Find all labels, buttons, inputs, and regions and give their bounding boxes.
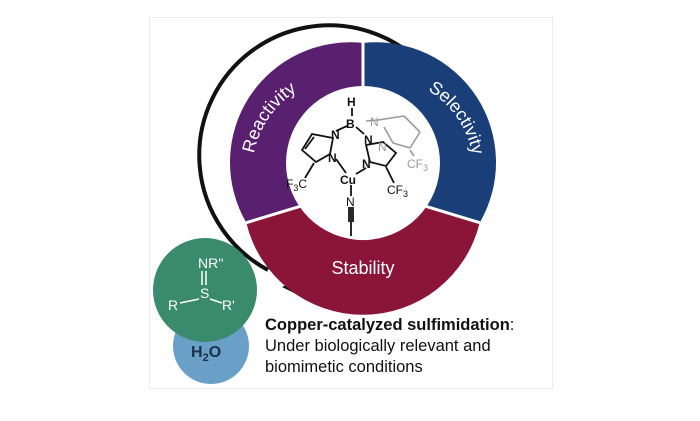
caption: Copper-catalyzed sulfimidation: Under bi… — [265, 315, 565, 378]
caption-colon: : — [509, 316, 515, 334]
svg-text:F3C: F3C — [286, 177, 307, 193]
rear-pyrazole — [365, 115, 421, 157]
svg-text:S: S — [200, 285, 209, 301]
svg-text:N: N — [346, 195, 355, 209]
copper-complex-structure — [300, 108, 398, 236]
svg-text:CF3: CF3 — [387, 183, 408, 199]
stability-segment — [246, 204, 480, 315]
svg-text:H2O: H2O — [191, 344, 221, 364]
svg-text:H: H — [347, 95, 356, 109]
rear-pyrazole-labels: N N CF3 — [370, 115, 428, 173]
sulfimide-bubble: NR'' S R R' — [153, 238, 257, 342]
svg-text:N: N — [331, 128, 340, 142]
svg-text:N: N — [362, 157, 371, 171]
svg-text:N: N — [328, 151, 337, 165]
complex-atom-labels: H B N N N N Cu N F3C CF3 — [286, 95, 408, 209]
center-disc — [286, 86, 440, 240]
svg-text:R': R' — [222, 297, 235, 313]
svg-text:R: R — [168, 297, 178, 313]
svg-text:B: B — [346, 117, 355, 131]
svg-text:N: N — [370, 115, 379, 129]
svg-text:N: N — [378, 140, 387, 154]
svg-text:NR'': NR'' — [198, 255, 224, 271]
caption-line-3: biomimetic conditions — [265, 358, 423, 376]
svg-text:CF3: CF3 — [407, 157, 428, 173]
svg-text:Cu: Cu — [340, 173, 356, 187]
stability-label: Stability — [331, 258, 394, 278]
caption-title-line: Copper-catalyzed sulfimidation: — [265, 315, 565, 336]
caption-line-2: Under biologically relevant and — [265, 337, 491, 355]
caption-title: Copper-catalyzed sulfimidation — [265, 316, 510, 334]
svg-text:N: N — [364, 133, 373, 147]
